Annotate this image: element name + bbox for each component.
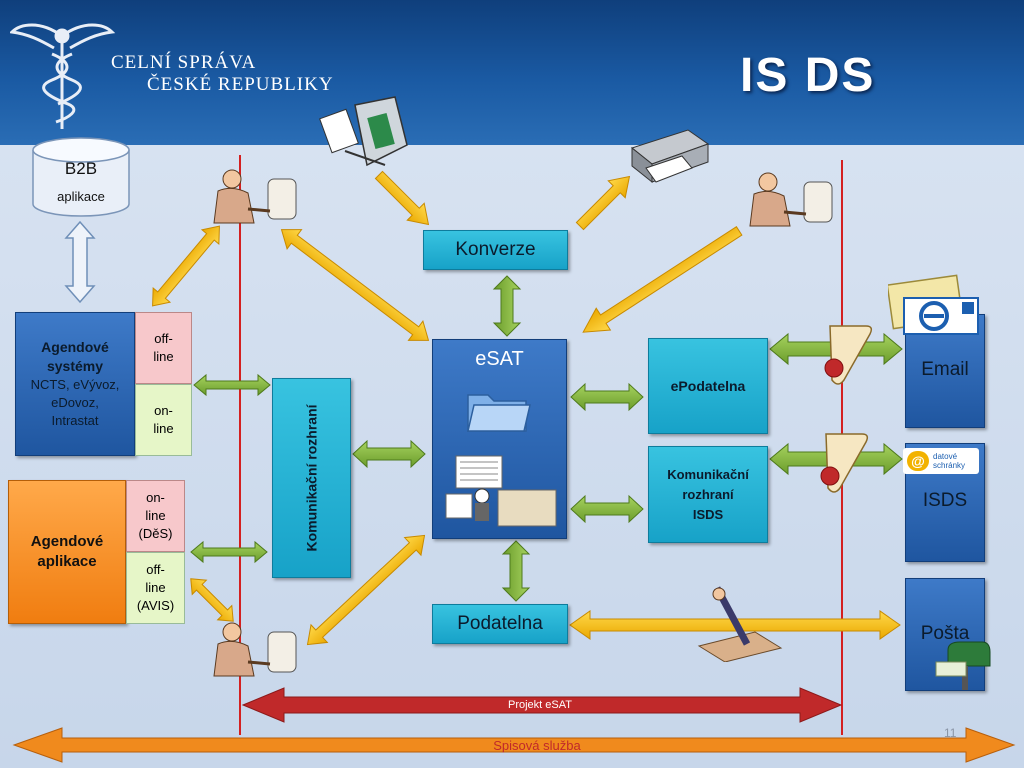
- offline-avis-3: (AVIS): [136, 598, 175, 613]
- offline-label-1: off-: [154, 331, 173, 346]
- customs-logo-icon: [10, 23, 116, 129]
- agendove-systemy-title1: Agendové: [41, 339, 109, 355]
- arrow-operator-right-esat: [582, 226, 743, 333]
- certificate-isds-icon: [820, 433, 869, 493]
- komunikacni-rozhrani-box[interactable]: Komunikační rozhraní: [272, 378, 351, 578]
- konverze-box[interactable]: Konverze: [423, 230, 568, 270]
- arrow-operator-esat: [280, 229, 430, 341]
- agendove-systemy-detail1: NCTS, eVývoz,: [30, 377, 120, 392]
- isds-label: ISDS: [922, 490, 968, 511]
- arrow-konverze-esat: [492, 275, 522, 337]
- online-label-1: on-: [154, 403, 173, 418]
- agendove-aplikace-offline: off- line (AVIS): [126, 552, 185, 624]
- projekt-esat-label: Projekt eSAT: [508, 699, 572, 711]
- online-des-3: (DěS): [138, 526, 173, 541]
- agendove-systemy-detail3: Intrastat: [51, 413, 99, 428]
- posta-label: Pošta: [920, 623, 970, 644]
- projekt-esat-bar: [241, 687, 843, 723]
- slide-number: 11: [944, 726, 957, 740]
- mailbox-icon: [935, 641, 991, 690]
- arrow-operator-bottom-esat: [306, 534, 426, 646]
- email-envelope-icon: [888, 274, 979, 335]
- folder-icon: [467, 394, 531, 432]
- offline-label-2: line: [153, 349, 174, 364]
- agendove-systemy-box[interactable]: Agendové systémy NCTS, eVývoz, eDovoz, I…: [15, 312, 135, 456]
- paperwork-clerk-icon: [445, 455, 557, 527]
- signing-document-icon: [697, 586, 783, 662]
- certificate-email-icon: [824, 325, 873, 385]
- arrow-aplikace-operator: [190, 578, 234, 622]
- agendove-aplikace-box[interactable]: Agendové aplikace: [8, 480, 126, 624]
- agendove-aplikace-title1: Agendové: [30, 533, 104, 550]
- schranky-text: schránky: [933, 461, 966, 470]
- agendove-aplikace-online: on- line (DěS): [126, 480, 185, 552]
- online-des-1: on-: [146, 490, 165, 505]
- arrow-konverze-printer: [575, 175, 631, 231]
- agendove-systemy-detail2: eDovoz,: [51, 395, 99, 410]
- b2b-database-icon: [32, 137, 130, 217]
- datove-schranky-text: datové schránky: [933, 452, 965, 470]
- b2b-title: B2B: [64, 159, 98, 178]
- arrow-agendove-operator: [152, 225, 220, 307]
- offline-avis-2: line: [145, 580, 166, 595]
- arrow-aplikace-komunikacni: [190, 540, 268, 564]
- agendove-systemy-online: on- line: [135, 384, 192, 456]
- arrow-systemy-komunikacni: [193, 373, 271, 397]
- at-icon: @: [907, 451, 929, 471]
- epodatelna-box[interactable]: ePodatelna: [648, 338, 768, 434]
- agendove-systemy-offline: off- line: [135, 312, 192, 384]
- scanner-fax-icon: [319, 96, 408, 167]
- datove-text: datové: [933, 452, 958, 461]
- online-label-2: line: [153, 421, 174, 436]
- arrow-esat-podatelna: [501, 540, 531, 602]
- arrow-esat-kom-isds: [570, 494, 644, 524]
- kom-isds-line3: ISDS: [692, 506, 724, 522]
- spisova-sluzba-label: Spisová služba: [493, 737, 581, 753]
- kom-isds-box[interactable]: Komunikační rozhraní ISDS: [648, 446, 768, 543]
- operator-top-left-icon: [213, 169, 297, 224]
- agendove-aplikace-title2: aplikace: [37, 553, 97, 570]
- spisova-sluzba-bar: [12, 727, 1016, 763]
- podatelna-box[interactable]: Podatelna: [432, 604, 568, 644]
- email-label: Email: [921, 359, 969, 380]
- project-boundary-left: [239, 155, 241, 735]
- esat-label: eSAT: [475, 348, 524, 370]
- printer-icon: [630, 129, 710, 184]
- agendove-systemy-title2: systémy: [46, 358, 104, 374]
- online-des-2: line: [145, 508, 166, 523]
- header-bar: [0, 0, 1024, 145]
- offline-avis-1: off-: [146, 562, 165, 577]
- arrow-komunikacni-esat: [352, 439, 426, 469]
- b2b-subtitle: aplikace: [57, 188, 105, 204]
- org-name-line2: ČESKÉ REPUBLIKY: [147, 74, 334, 95]
- org-name-line1: CELNÍ SPRÁVA: [111, 52, 257, 73]
- arrow-esat-epodatelna: [570, 382, 644, 412]
- kom-isds-line2: rozhraní: [682, 486, 734, 502]
- arrow-scanner-konverze: [374, 170, 430, 226]
- kom-isds-line1: Komunikační: [667, 466, 749, 482]
- datove-schranky-logo: @ datové schránky: [903, 448, 979, 474]
- operator-bottom-icon: [213, 622, 297, 677]
- page-title: IS DS: [740, 49, 876, 102]
- operator-top-right-icon: [749, 172, 833, 227]
- komunikacni-rozhrani-label: Komunikační rozhraní: [303, 404, 320, 552]
- b2b-agendove-arrow: [64, 220, 96, 304]
